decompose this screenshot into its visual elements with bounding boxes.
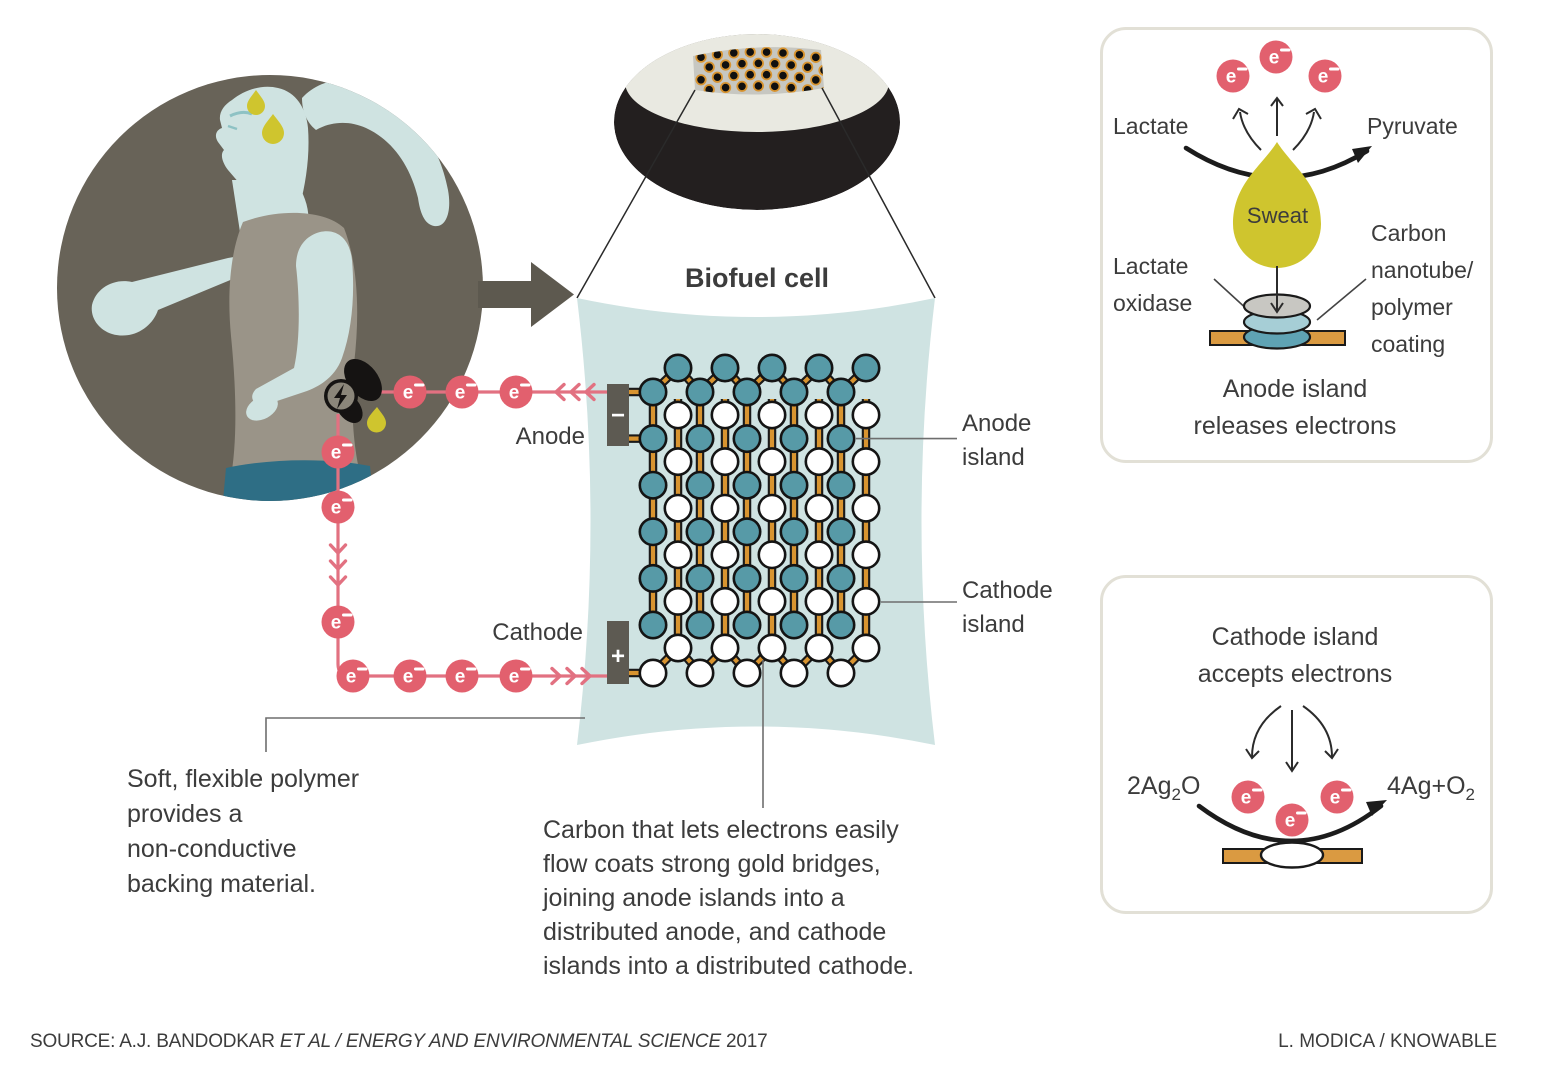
reactant-prefix: 2Ag [1127, 772, 1172, 800]
carbon-note: Carbon that lets electrons easily flow c… [543, 816, 915, 980]
svg-text:e: e [331, 443, 342, 464]
svg-text:e: e [455, 383, 466, 404]
sweat-label: Sweat [1246, 203, 1309, 228]
device-sweat-drop [367, 407, 386, 433]
anode-island-label: Anode island [962, 410, 1032, 471]
cathode-island-label: Cathode island [962, 577, 1053, 638]
patch-dot-grid [695, 47, 824, 95]
wearable-device [324, 358, 386, 433]
polymer-note: Soft, flexible polymer provides a non-co… [127, 765, 360, 898]
anode-panel-caption: Anode island releases electrons [1193, 375, 1397, 440]
electron-badge: e [321, 435, 355, 469]
runner-vignette [57, 75, 483, 501]
svg-text:e: e [331, 613, 342, 634]
polymer-note-pointer [265, 717, 585, 752]
product-sub: 2 [1465, 785, 1475, 804]
product-formula: 4Ag+O2 [1387, 770, 1475, 807]
polymer-backing-patch [577, 298, 935, 745]
anode-terminal-sign: − [611, 402, 625, 429]
svg-text:e: e [509, 383, 520, 404]
electron-badge: e [393, 375, 427, 409]
electron-badge: e [445, 659, 479, 693]
credit-line: L. MODICA / KNOWABLE [1278, 1031, 1497, 1052]
svg-text:e: e [455, 667, 466, 688]
arrow-right-icon [478, 262, 574, 327]
svg-text:e: e [509, 667, 520, 688]
island-lattice [629, 353, 881, 688]
svg-text:e: e [346, 667, 357, 688]
electron-badge: e [393, 659, 427, 693]
source-year: 2017 [720, 1031, 768, 1052]
cathode-panel-caption: Cathode island accepts electrons [1197, 623, 1393, 688]
reactant-suffix: O [1180, 772, 1201, 800]
lightning-bolt-icon [334, 384, 347, 409]
runner-eyebrow [229, 110, 253, 118]
svg-text:e: e [331, 498, 342, 519]
cathode-label: Cathode [492, 619, 583, 646]
anode-label: Anode [515, 423, 585, 450]
source-prefix: SOURCE: A.J. BANDODKAR [30, 1031, 280, 1052]
runner-far-arm [91, 257, 245, 336]
electron-badge: e [445, 375, 479, 409]
lactate-label: Lactate [1113, 113, 1189, 139]
runner-eye [227, 124, 238, 131]
runner-shorts [222, 460, 374, 501]
electron-badge: e [321, 490, 355, 524]
source-line: SOURCE: A.J. BANDODKAR ET AL / ENERGY AN… [30, 1029, 768, 1055]
runner-shirt [229, 212, 362, 482]
runner-near-arm [252, 231, 354, 405]
svg-text:e: e [403, 667, 414, 688]
reactant-sub: 2 [1171, 785, 1181, 804]
terminals: − + [607, 384, 629, 684]
source-italic: ET AL / ENERGY AND ENVIRONMENTAL SCIENCE [279, 1031, 721, 1052]
callout-lines [265, 437, 957, 808]
headband [614, 34, 900, 210]
svg-text:e: e [403, 383, 414, 404]
reactant-formula: 2Ag2O [1127, 770, 1200, 807]
electron-badge: e [336, 659, 370, 693]
product-prefix: 4Ag+O [1387, 772, 1466, 800]
sweat-drops [247, 90, 284, 144]
biofuel-patch [693, 47, 824, 95]
electron-badge: e [321, 605, 355, 639]
runner-head [215, 86, 309, 206]
electron-badge: e [499, 375, 533, 409]
cathode-terminal-sign: + [611, 643, 625, 670]
lactate-oxidase-label: Lactate oxidase [1113, 253, 1193, 316]
cathode-terminal [607, 621, 629, 684]
anode-terminal [607, 384, 629, 446]
biofuel-cell-title: Biofuel cell [684, 263, 830, 293]
pyruvate-label: Pyruvate [1367, 113, 1458, 139]
coating-label: Carbon nanotube/ polymer coating [1371, 220, 1474, 357]
electron-badge: e [499, 659, 533, 693]
runner-ponytail [302, 79, 450, 227]
